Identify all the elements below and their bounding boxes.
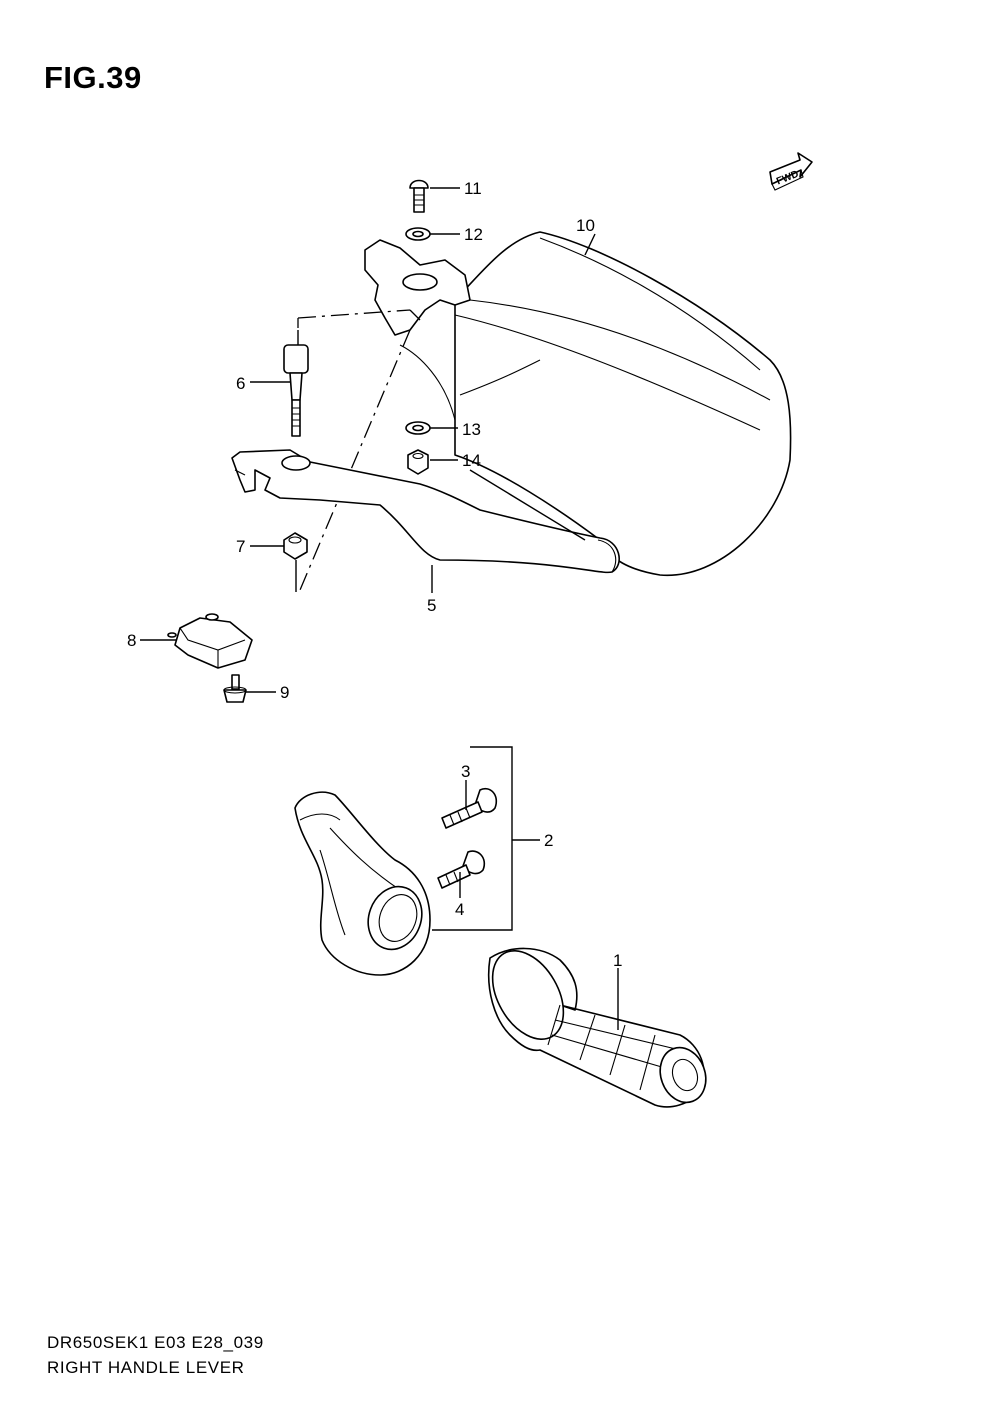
lever-bracket	[364, 239, 471, 421]
callout-10: 10	[576, 216, 595, 235]
figure-name: RIGHT HANDLE LEVER	[47, 1358, 245, 1377]
lever-5	[231, 449, 620, 574]
figure-title: FIG.39	[44, 60, 142, 95]
callout-11: 11	[464, 179, 482, 198]
callout-6: 6	[236, 374, 245, 393]
callout-1: 1	[613, 951, 622, 970]
screw-9	[223, 674, 247, 703]
callout-12: 12	[464, 225, 483, 244]
callout-8: 8	[127, 631, 136, 650]
screw-11	[409, 179, 429, 213]
fwd-arrow-icon: FWD	[769, 152, 813, 191]
nut-14	[407, 449, 429, 475]
callout-5: 5	[427, 596, 436, 615]
screw-3	[441, 788, 498, 829]
throttle-housing-2	[294, 791, 431, 976]
callout-2: 2	[544, 831, 553, 850]
grip-1	[487, 947, 707, 1108]
model-code: DR650SEK1 E03 E28_039	[47, 1333, 264, 1352]
callout-9: 9	[280, 683, 289, 702]
callout-13: 13	[462, 420, 481, 439]
callout-7: 7	[236, 537, 245, 556]
bolt-6	[283, 344, 309, 437]
hand-guard	[454, 231, 792, 576]
callout-14: 14	[462, 451, 481, 470]
callout-3: 3	[461, 762, 470, 781]
washer-12	[405, 227, 431, 241]
screw-4	[437, 850, 486, 889]
callout-4: 4	[455, 900, 464, 919]
nut-7	[283, 532, 308, 560]
switch-8	[167, 613, 253, 669]
washer-13	[405, 421, 431, 435]
